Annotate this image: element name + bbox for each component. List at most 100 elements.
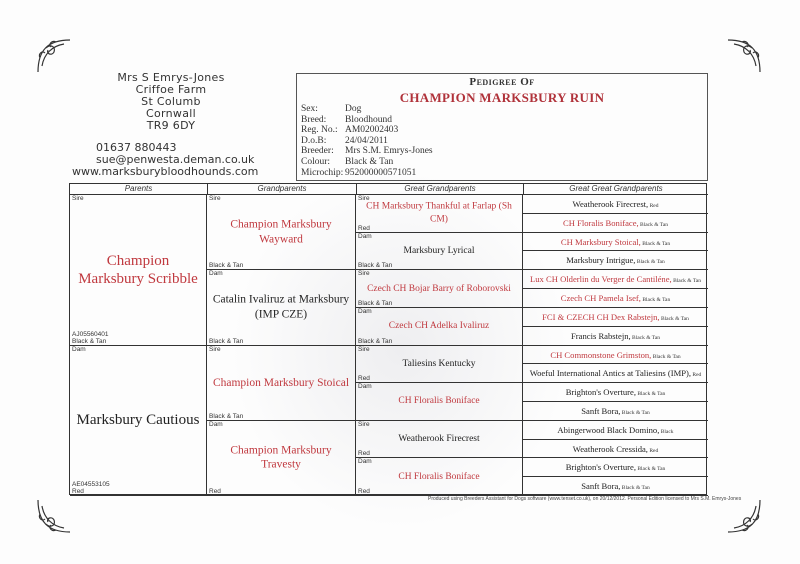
detail-row: Breeder:Mrs S.M. Emrys-Jones <box>301 146 433 157</box>
ggg-name: Francis Rabstejn, <box>571 330 631 341</box>
ggg-name: Weatherook Firecrest, <box>572 199 649 209</box>
ggg-name: Brighton's Overture, <box>565 462 636 473</box>
detail-row: Colour: Black & Tan <box>301 157 433 168</box>
ggg-cell: CH Commonstone Grimston, Black & Tan <box>523 346 708 365</box>
ggg-cell: Brighton's Overture, Black & Tan <box>523 383 708 402</box>
ggg-cell: Weatherook Firecrest, Red <box>523 195 708 214</box>
ggg-name: Weatherook Cressida, <box>572 443 648 454</box>
detail-key: Colour: <box>301 156 331 167</box>
ggg-cell: Brighton's Overture, Black & Tan <box>523 458 708 478</box>
ggg-colour: Black & Tan <box>620 409 650 416</box>
ggg-colour: Black & Tan <box>671 278 701 285</box>
ggg-cell: Czech CH Pamela Isef, Black & Tan <box>523 289 708 308</box>
detail-value: 952000000571051 <box>345 167 417 178</box>
ggg-colour: Black & Tan <box>638 221 668 228</box>
reg-colour: AJ05560401 Black & Tan <box>72 330 109 345</box>
ggg-colour: Black & Tan <box>635 259 665 266</box>
reg-colour: Black & Tan <box>358 299 393 307</box>
ggg-colour: Black & Tan <box>651 353 681 360</box>
detail-value: Black & Tan <box>345 156 394 167</box>
detail-key: Breeder: <box>301 146 334 157</box>
ggg-cell: Marksbury Intrigue, Black & Tan <box>523 251 708 271</box>
detail-key: D.o.B: <box>301 135 327 146</box>
owner-phone: 01637 880443 <box>96 141 177 154</box>
reg-colour: Black & Tan <box>209 412 244 420</box>
ggg-cell: Weatherook Cressida, Red <box>523 440 708 459</box>
sire-dam-tag: Dam <box>358 232 372 240</box>
ggg-cell: Lux CH Olderlin du Verger de Cantiléne, … <box>523 270 708 290</box>
detail-value: Dog <box>345 104 362 114</box>
sire-dam-tag: Dam <box>358 383 372 391</box>
detail-key: Reg. No.: <box>301 125 338 136</box>
header-grandparents: Grandparents <box>207 184 356 195</box>
ggg-colour: Red <box>647 447 659 454</box>
detail-value: 24/04/2011 <box>345 135 388 146</box>
ggg-colour: Black & Tan <box>640 297 671 304</box>
sire-dam-tag: Sire <box>209 345 221 353</box>
detail-row: D.o.B: 24/04/2011 <box>301 136 433 147</box>
sire-dam-tag: Sire <box>358 195 370 202</box>
ggg-cell: FCI & CZECH CH Dex Rabstejn, Black & Tan <box>523 308 708 327</box>
dog-name: Champion Marksbury Stoical <box>212 376 350 389</box>
header-great-grandparents: Great Grandparents <box>356 184 523 195</box>
corner-flourish-icon <box>34 36 74 76</box>
ggg-name: Woeful International Antics at Taliesins… <box>529 368 692 379</box>
header-ggg: Great Great Grandparents <box>523 184 708 195</box>
corner-flourish-icon <box>724 496 764 536</box>
dog-name: Champion Marksbury Wayward <box>230 218 332 246</box>
dog-name: Champion Marksbury Scribble <box>78 252 198 287</box>
ggg-name: Czech CH Pamela Isef, <box>560 293 641 304</box>
sire-dam-tag: Dam <box>358 307 372 315</box>
dog-name: Marksbury Cautious <box>76 412 200 429</box>
reg-colour: Black & Tan <box>358 337 393 345</box>
detail-row: Breed: Bloodhound <box>301 115 433 126</box>
ggg-colour: Black & Tan <box>630 334 660 341</box>
ggg-cell: Francis Rabstejn, Black & Tan <box>523 327 708 346</box>
owner-email[interactable]: sue@penwesta.deman.co.uk <box>96 153 255 166</box>
sire-dam-tag: Sire <box>209 195 221 202</box>
dog-name: Champion Marksbury Travesty <box>230 444 332 471</box>
ggg-cell: CH Floralis Boniface, Black & Tan <box>523 214 708 233</box>
header-parents: Parents <box>70 184 207 195</box>
ggg-colour: Black <box>659 428 674 435</box>
owner-block: Mrs S Emrys-Jones Criffoe Farm St Columb… <box>66 72 276 178</box>
ggg-colour: Red <box>648 203 659 209</box>
ggg-name: Brighton's Overture, <box>565 387 636 398</box>
ggg-colour: Black & Tan <box>659 315 689 322</box>
reg-colour: Red <box>358 375 370 383</box>
corner-flourish-icon <box>34 496 74 536</box>
owner-county: Cornwall <box>146 107 196 120</box>
ggg-name: CH Marksbury Stoical, <box>560 236 641 247</box>
ggg-cell: Abingerwood Black Domino, Black <box>523 421 708 440</box>
ggg-name: Sanft Bora, <box>581 405 621 416</box>
reg-colour: Red <box>358 224 370 232</box>
detail-key: Sex: <box>301 104 318 114</box>
detail-key: Breed: <box>301 114 327 125</box>
detail-value: Bloodhound <box>345 114 392 125</box>
detail-value: AM02002403 <box>345 125 399 136</box>
sire-dam-tag: Dam <box>209 420 223 428</box>
dog-name: Marksbury Lyrical <box>403 245 475 256</box>
software-footer: Produced using Breeders Assistant for Do… <box>428 496 742 502</box>
reg-colour: Red <box>209 488 221 495</box>
sire-dam-tag: Sire <box>72 195 84 202</box>
owner-website[interactable]: www.marksburybloodhounds.com <box>72 165 259 178</box>
ggg-colour: Red <box>691 372 702 379</box>
ggg-cell: Sanft Bora, Black & Tan <box>523 477 708 496</box>
reg-colour: Red <box>358 488 370 495</box>
dog-name: Czech CH Bojar Barry of Roborovski <box>367 283 511 294</box>
detail-key: Microchip: <box>301 167 344 178</box>
reg-colour: AE04553105 Red <box>72 481 110 495</box>
owner-farm: Criffoe Farm <box>135 83 207 96</box>
